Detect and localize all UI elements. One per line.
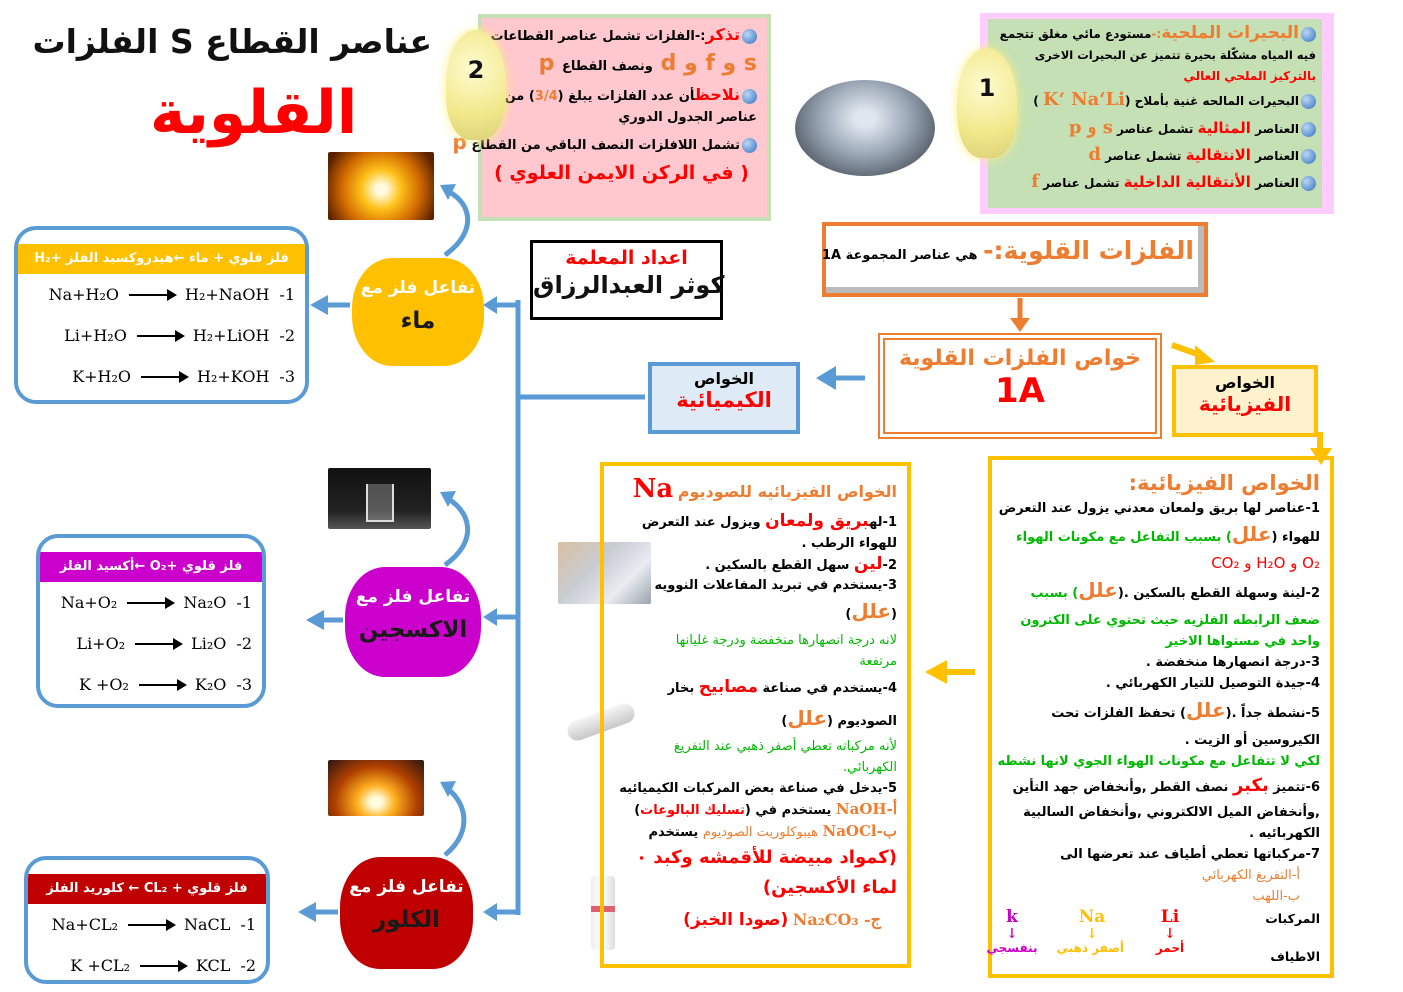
properties-box: خواص الفلزات القلوية 1A bbox=[878, 333, 1162, 439]
water-equations-box: فلز قلوي + ماء ←هيدروكسيد الفلز +H₂ Na+H… bbox=[14, 226, 309, 404]
arrow-icon bbox=[127, 596, 176, 609]
beaker-photo bbox=[328, 468, 431, 529]
physical-properties-label[interactable]: الخواص الفيزيائية bbox=[1172, 365, 1318, 437]
salt-lakes-box: البحيرات الملحية:-مستودع مائي مغلق تتجمع… bbox=[980, 13, 1334, 214]
salt-lake-photo bbox=[795, 80, 935, 176]
arrow-icon bbox=[140, 959, 189, 972]
definition-box: الفلزات القلوية:- هي عناصر المجموعة 1A bbox=[822, 222, 1208, 297]
sodium-cutting-photo bbox=[558, 542, 651, 604]
arrow-icon bbox=[136, 329, 185, 342]
page-title-highlight: القلوية bbox=[150, 78, 358, 148]
chemical-properties-label[interactable]: الخواص الكيميائية bbox=[648, 362, 800, 434]
bullet-icon bbox=[742, 29, 757, 44]
arrow-icon bbox=[141, 370, 190, 383]
page-title: عناصر القطاع S الفلزات bbox=[32, 22, 432, 61]
bullet-icon bbox=[1301, 149, 1316, 164]
sodium-properties-box: الخواص الفيزيائيه للصوديوم Na 1-لهبريق و… bbox=[600, 462, 911, 968]
arrow-icon bbox=[128, 918, 176, 931]
reminder-box: تذكر:-الفلزات تشمل عناصر القطاعات s و f … bbox=[452, 14, 771, 221]
bullet-icon bbox=[742, 138, 757, 153]
flame-li: Li↓أحمر bbox=[1155, 907, 1185, 955]
flame-photo bbox=[328, 760, 424, 816]
author-box: اعداد المعلمة كوثر العبدالرزاق bbox=[530, 240, 724, 320]
bullet-icon bbox=[1301, 176, 1316, 191]
arrow-icon bbox=[138, 678, 187, 691]
physical-properties-box: الخواص الفيزيائية: 1-عناصر لها بريق ولمع… bbox=[986, 456, 1334, 978]
arrow-icon bbox=[135, 637, 184, 650]
burning-metal-photo bbox=[328, 152, 434, 220]
lightbulb-icon: 2 bbox=[446, 30, 506, 140]
bullet-icon bbox=[1301, 122, 1316, 137]
bullet-icon bbox=[1301, 94, 1316, 109]
flame-na: Na↓أصفر ذهبي bbox=[1056, 907, 1124, 955]
bullet-icon bbox=[1301, 27, 1316, 42]
bullet-icon bbox=[742, 89, 757, 104]
arrow-icon bbox=[129, 288, 178, 301]
flame-k: k↓بنفسجي bbox=[986, 907, 1038, 955]
lightbulb-icon: 1 bbox=[957, 48, 1017, 158]
